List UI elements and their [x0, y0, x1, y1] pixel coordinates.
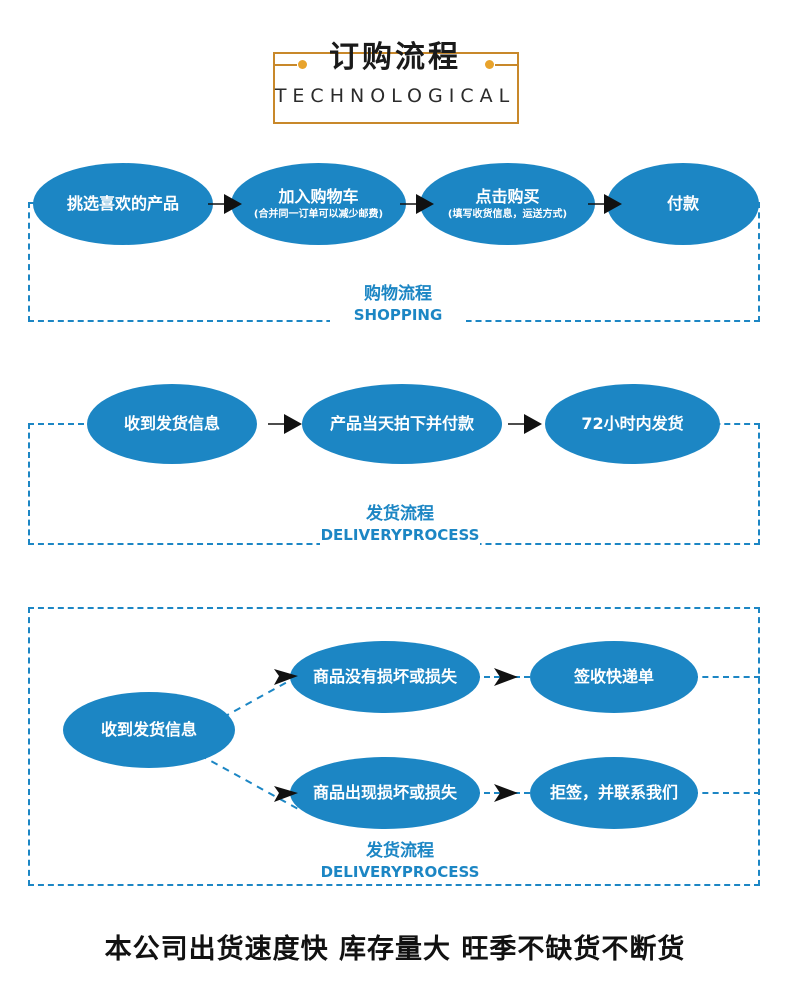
- node-delivery-3[interactable]: 72小时内发货: [545, 384, 720, 464]
- receiving-dashed-box: [28, 607, 760, 886]
- header-frame-top-gap: [308, 56, 486, 76]
- node-shopping-2[interactable]: 加入购物车 (合并同一订单可以减少邮费): [231, 163, 406, 245]
- delivery-caption-en: DELIVERYPROCESS: [320, 526, 480, 544]
- node-shopping-4[interactable]: 付款: [607, 163, 759, 245]
- arrow-delivery-1-icon: [268, 414, 302, 434]
- delivery-caption: 发货流程 DELIVERYPROCESS: [320, 503, 480, 545]
- node-receiving-reject[interactable]: 拒签，并联系我们: [530, 757, 698, 829]
- header-frame-left-tick: [275, 64, 297, 66]
- node-delivery-1[interactable]: 收到发货信息: [87, 384, 257, 464]
- node-label-main: 收到发货信息: [100, 720, 197, 739]
- receiving-caption-en: DELIVERYPROCESS: [320, 863, 480, 881]
- receiving-caption: 发货流程 DELIVERYPROCESS: [320, 840, 480, 882]
- arrow-receiving-ok-icon: [494, 668, 518, 686]
- header-dot-right-icon: [485, 60, 494, 69]
- delivery-caption-backdrop: [320, 503, 480, 547]
- node-label-sub: (填写收货信息，运送方式): [447, 208, 568, 220]
- node-delivery-2[interactable]: 产品当天拍下并付款: [302, 384, 502, 464]
- arrow-shopping-3-icon: [588, 194, 622, 214]
- receiving-caption-backdrop: [320, 840, 480, 884]
- tail-line-sign: [692, 676, 760, 678]
- node-receiving-source[interactable]: 收到发货信息: [63, 692, 235, 768]
- arrow-branch-upper-icon: [274, 669, 298, 685]
- node-shopping-1[interactable]: 挑选喜欢的产品: [33, 163, 213, 245]
- page-title-en: TECHNOLOGICAL: [274, 85, 516, 107]
- node-label-main: 72小时内发货: [581, 414, 684, 433]
- node-label-main: 加入购物车: [278, 186, 359, 206]
- header-dot-left-icon: [298, 60, 307, 69]
- arrow-delivery-2-icon: [508, 414, 542, 434]
- node-receiving-damaged[interactable]: 商品出现损坏或损失: [290, 757, 480, 829]
- delivery-caption-cn: 发货流程: [366, 504, 434, 524]
- shopping-caption-backdrop: [330, 283, 466, 327]
- node-label-main: 拒签，并联系我们: [549, 783, 678, 802]
- node-shopping-3[interactable]: 点击购买 (填写收货信息，运送方式): [420, 163, 595, 245]
- page-title-cn: 订购流程: [329, 40, 461, 75]
- header-frame-border: [273, 52, 519, 124]
- node-label-main: 付款: [666, 194, 699, 213]
- node-label-main: 挑选喜欢的产品: [66, 194, 179, 213]
- receiving-caption-cn: 发货流程: [366, 841, 434, 861]
- node-label-main: 收到发货信息: [123, 414, 220, 433]
- page-header: 订购流程 TECHNOLOGICAL: [0, 38, 790, 128]
- shopping-caption-cn: 购物流程: [364, 284, 432, 304]
- arrow-branch-lower-icon: [274, 786, 298, 802]
- node-receiving-sign[interactable]: 签收快递单: [530, 641, 698, 713]
- node-label-main: 签收快递单: [573, 667, 654, 686]
- node-label-sub: (合并同一订单可以减少邮费): [253, 208, 384, 220]
- branch-line-lower: [200, 754, 301, 811]
- arrow-receiving-damaged-icon: [494, 784, 518, 802]
- arrow-shopping-2-icon: [400, 194, 434, 214]
- tail-line-reject: [692, 792, 760, 794]
- footer-tagline: 本公司出货速度快 库存量大 旺季不缺货不断货: [104, 934, 686, 965]
- node-label-main: 点击购买: [475, 186, 540, 206]
- header-frame-right-tick: [495, 64, 519, 66]
- shopping-caption: 购物流程 SHOPPING: [330, 283, 466, 325]
- arrow-shopping-1-icon: [208, 194, 242, 214]
- node-label-main: 商品没有损坏或损失: [312, 667, 457, 686]
- shopping-caption-en: SHOPPING: [353, 306, 443, 324]
- node-receiving-ok[interactable]: 商品没有损坏或损失: [290, 641, 480, 713]
- node-label-main: 产品当天拍下并付款: [329, 414, 474, 433]
- node-label-main: 商品出现损坏或损失: [312, 783, 457, 802]
